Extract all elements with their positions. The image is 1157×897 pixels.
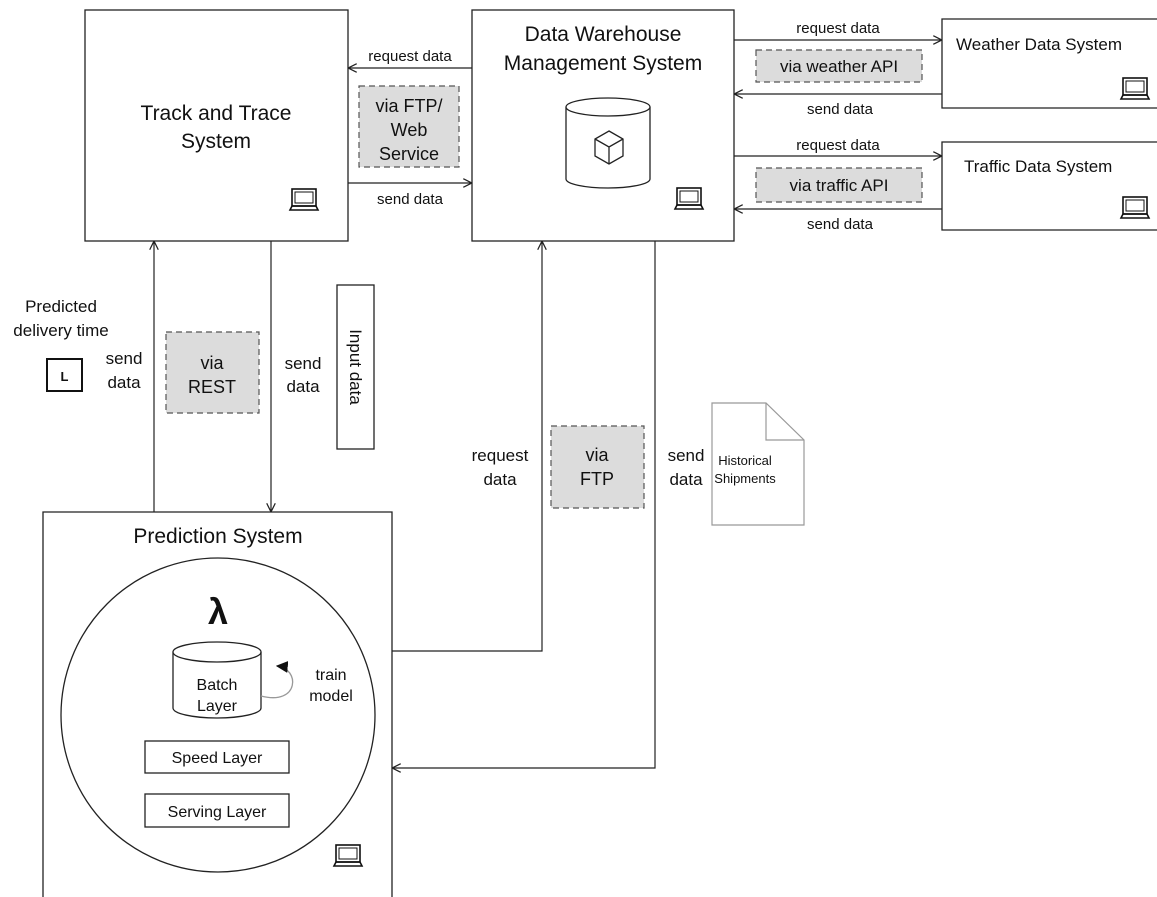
traffic-data-system-box[interactable] [941,141,1157,231]
batch-layer-cylinder [172,641,262,719]
batch-layer-line1: Batch [197,677,238,694]
flow-label-data-right: data [286,377,320,396]
protocol-ftp-box [550,425,645,509]
protocol-ftp-web-line1: via FTP/ [375,96,442,116]
flow-label-request-data-traffic: request data [796,137,880,154]
cube-icon [594,130,624,165]
protocol-ftp-web-line3: Service [379,144,439,164]
train-model-loop-arrow [260,660,294,699]
lambda-symbol: λ [208,591,228,632]
weather-data-system-box[interactable] [941,18,1157,109]
flow-label-data-left: data [107,373,141,392]
flow-label-send-data-tt: send data [377,191,444,208]
train-model-line2: model [309,688,353,705]
flow-label-send-dwh: send [668,446,705,465]
flow-label-request-data-weather: request data [796,20,880,37]
track-trace-title-line2: System [181,130,251,153]
traffic-system-title: Traffic Data System [964,157,1112,176]
protocol-ftp-line1: via [585,445,609,465]
protocol-traffic-api-box [755,167,923,203]
protocol-weather-api-box [755,49,923,83]
clock-icon-letter: L [61,369,69,384]
arrow-request-prediction-to-dwh [392,242,542,652]
speed-layer-label: Speed Layer [172,750,263,767]
weather-system-title: Weather Data System [956,35,1122,54]
protocol-ftp-web-service-box [358,85,460,168]
speed-layer-box [144,740,290,774]
flow-label-send-data-traffic: send data [807,216,874,233]
flow-label-request-data: data [483,470,517,489]
flow-label-request-data-tt: request data [368,48,452,65]
flow-label-request: request [472,446,529,465]
document-icon [711,402,805,526]
database-cylinder-icon [565,97,651,189]
train-model-line1: train [315,667,346,684]
track-trace-title-line1: Track and Trace [141,102,292,125]
dwh-title-line2: Management System [504,52,702,75]
protocol-rest-box [165,331,260,414]
input-data-label: Input data [346,329,365,405]
protocol-weather-api-label: via weather API [780,57,898,76]
protocol-traffic-api-label: via traffic API [790,176,889,195]
flow-label-send-right: send [285,354,322,373]
protocol-rest-line2: REST [188,377,236,397]
document-fold [765,403,804,441]
historical-shipments-line2: Shipments [714,471,776,486]
flow-label-send-dwh-data: data [669,470,703,489]
batch-layer-line2: Layer [197,698,238,715]
protocol-ftp-line2: FTP [580,469,614,489]
flow-label-send-left: send [106,349,143,368]
protocol-rest-line1: via [200,353,224,373]
protocol-ftp-web-line2: Web [391,120,428,140]
dwh-title-line1: Data Warehouse [525,23,682,46]
serving-layer-box [144,793,290,828]
predicted-delivery-line1: Predicted [25,297,97,316]
arrow-send-dwh-to-prediction [393,241,656,768]
clock-icon [46,358,83,392]
prediction-system-title: Prediction System [133,525,302,548]
predicted-delivery-line2: delivery time [13,321,108,340]
historical-shipments-line1: Historical [718,453,772,468]
flow-label-send-data-weather: send data [807,101,874,118]
serving-layer-label: Serving Layer [168,804,267,821]
input-data-box [336,284,375,450]
